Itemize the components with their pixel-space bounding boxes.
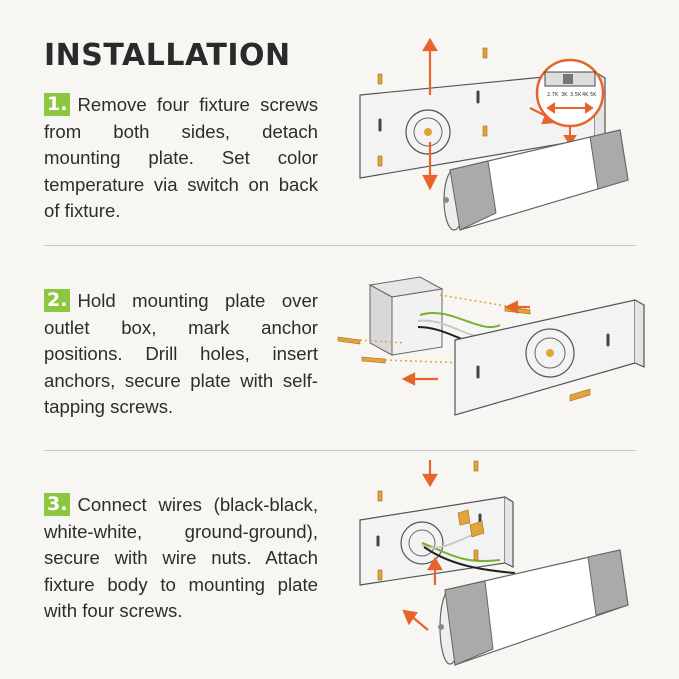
- wire-nut-icon: [469, 520, 485, 538]
- plate-center-ring: [400, 521, 444, 565]
- fixture-end-screw: [443, 197, 449, 203]
- mounting-plate-edge: [504, 496, 514, 568]
- arrow-left-icon-head: [504, 300, 519, 314]
- screw-icon: [377, 73, 383, 85]
- fixture-mesh-end: [449, 160, 497, 231]
- screw-icon: [337, 336, 361, 345]
- switch-label-27k: 2.7K: [547, 92, 559, 98]
- step-3-number: 3.: [44, 493, 71, 516]
- step-1-number: 1.: [44, 93, 71, 116]
- screw-icon: [361, 356, 386, 364]
- arrow-up-left-icon-head: [402, 609, 418, 626]
- fixture-mesh-end: [587, 549, 629, 616]
- plate-inner-ring: [408, 529, 436, 557]
- step-1: 1.Remove four fixture screws from both s…: [44, 92, 318, 225]
- step-2-illustration: [337, 276, 645, 416]
- wire-nut-icon: [457, 509, 471, 526]
- step-3-text: Connect wires (black-black, white-white,…: [44, 494, 318, 621]
- color-switch-knob: [563, 74, 573, 84]
- alignment-dots: [384, 359, 466, 364]
- screw-icon: [473, 460, 479, 472]
- fixture-end-screw: [438, 624, 444, 630]
- plate-inner-ring: [534, 337, 566, 369]
- arrow-left-icon: [546, 102, 555, 114]
- switch-label-5k: 5K: [590, 92, 597, 98]
- step-1-illustration: 2.7K 3K 3.5K 4K 5K: [359, 37, 629, 231]
- ground-wire: [419, 312, 501, 328]
- screw-icon: [482, 47, 488, 59]
- switch-label-35k: 3.5K: [570, 92, 582, 98]
- switch-label-4k: 4K: [582, 92, 589, 98]
- fixture-mesh-end: [589, 129, 629, 190]
- ground-wire: [421, 542, 501, 562]
- fixture-body: [443, 129, 629, 231]
- step-2-number: 2.: [44, 289, 71, 312]
- plate-center-screw: [546, 349, 554, 357]
- page-title: INSTALLATION: [44, 38, 291, 73]
- arrow-down-icon-head: [422, 473, 438, 488]
- step-1-text: Remove four fixture screws from both sid…: [44, 94, 318, 221]
- arrow-down-icon-head: [422, 174, 438, 191]
- screw-icon: [473, 549, 479, 561]
- arrow-up-icon-head: [427, 556, 443, 571]
- step-3: 3.Connect wires (black-black, white-whit…: [44, 492, 318, 625]
- screw-icon: [377, 569, 383, 581]
- step-2-text: Hold mounting plate over outlet box, mar…: [44, 290, 318, 417]
- arrow-up-icon-head: [422, 37, 438, 52]
- arrow-right-icon: [585, 102, 594, 114]
- mounting-plate: [454, 299, 636, 416]
- step-2: 2.Hold mounting plate over outlet box, m…: [44, 288, 318, 421]
- mounting-plate-edge: [634, 299, 645, 368]
- switch-label-3k: 3K: [561, 92, 568, 98]
- screw-icon: [377, 490, 383, 502]
- step-3-illustration: [359, 460, 629, 666]
- outlet-box: [368, 276, 444, 356]
- fixture-body: [438, 549, 629, 666]
- plate-center-ring: [405, 109, 451, 155]
- plate-center-screw: [424, 128, 432, 136]
- plate-center-ring: [525, 328, 575, 378]
- arrow-left-icon-head: [401, 372, 416, 386]
- screw-icon: [482, 125, 488, 137]
- divider-2: [44, 450, 636, 451]
- divider-1: [44, 245, 636, 246]
- arrow-down-icon-head: [563, 135, 577, 146]
- black-wire: [423, 546, 516, 574]
- screw-icon: [377, 155, 383, 167]
- plate-inner-ring: [413, 117, 443, 147]
- fixture-mesh-end: [444, 580, 494, 666]
- anchor-icon: [569, 388, 591, 402]
